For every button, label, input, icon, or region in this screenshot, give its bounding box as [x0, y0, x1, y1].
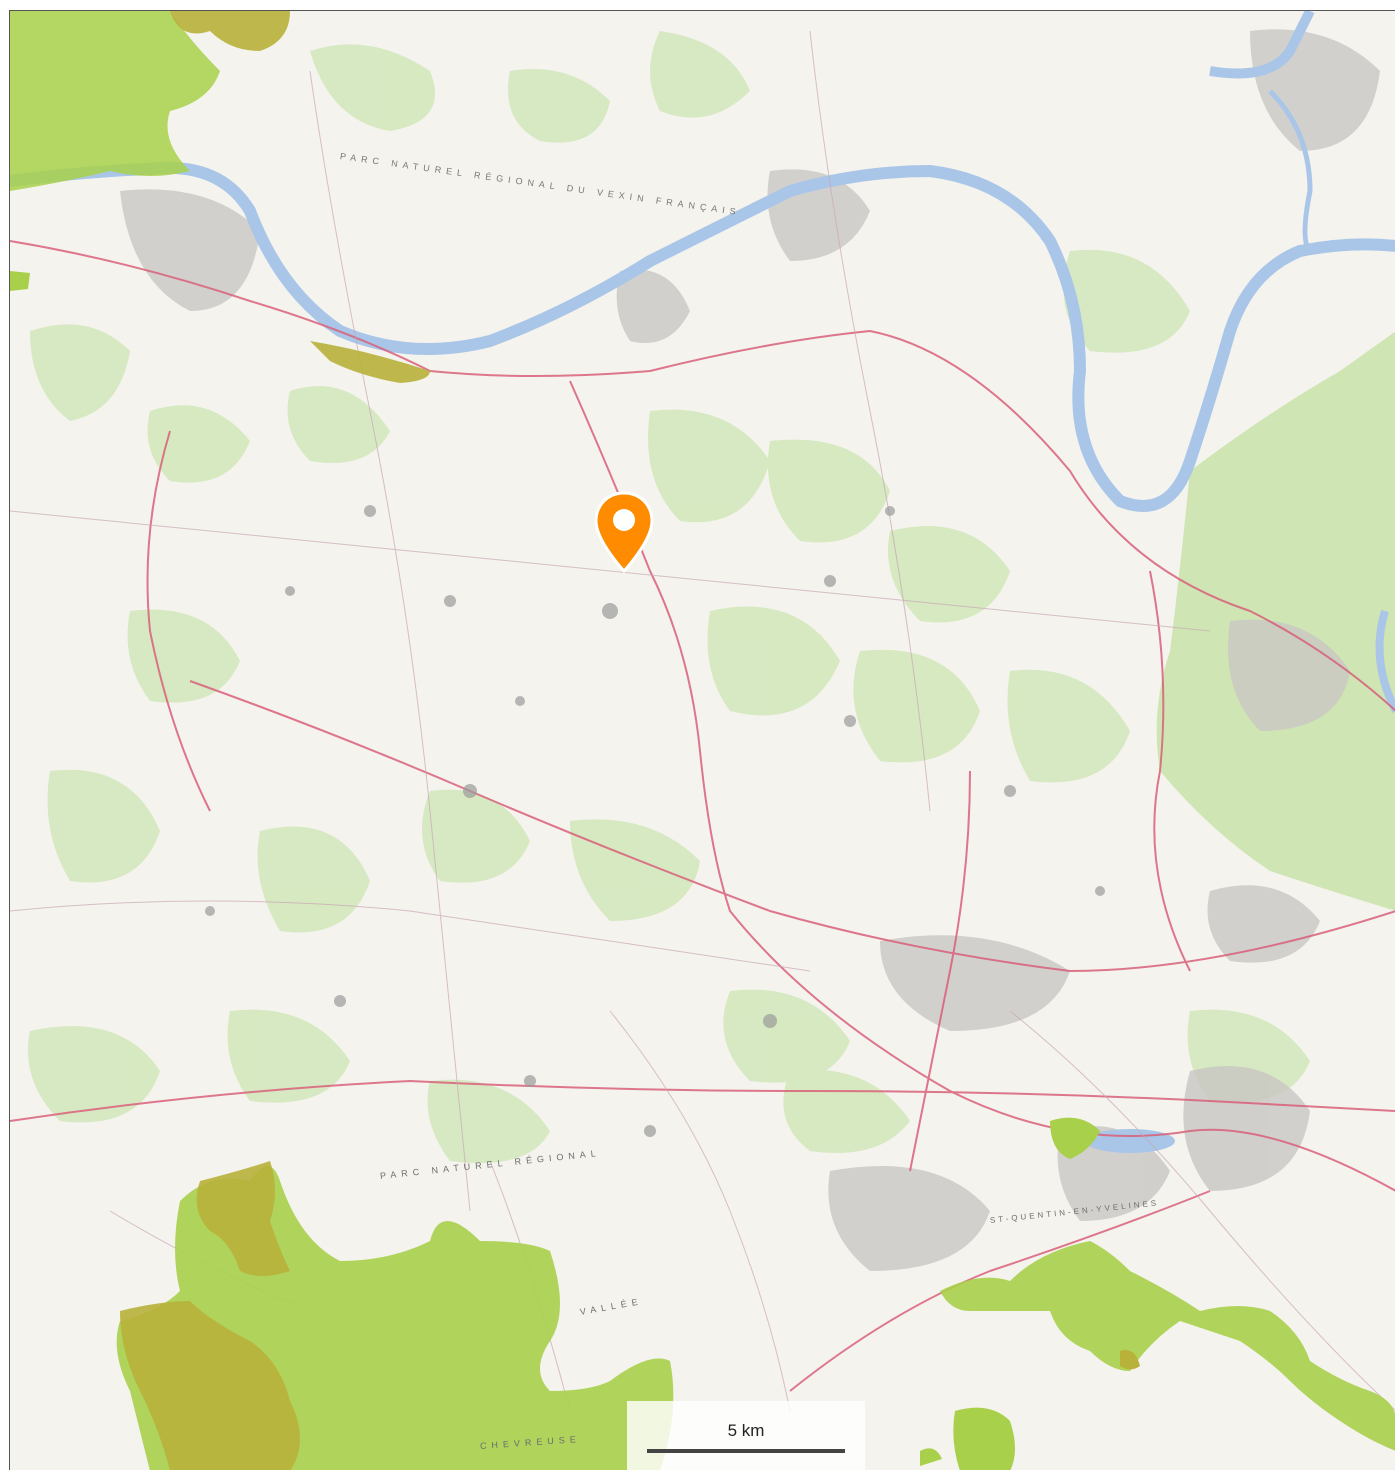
- map-canvas[interactable]: [10, 11, 1395, 1470]
- forest-areas: [28, 31, 1310, 1163]
- major-roads: [10, 240, 1395, 1392]
- scale-bar: 5 km: [627, 1401, 865, 1470]
- scale-line: [647, 1449, 845, 1453]
- river-seine: [10, 161, 1395, 512]
- villages: [205, 505, 1105, 1137]
- protected-areas: [10, 11, 1395, 1470]
- minor-roads: [10, 30, 1395, 1412]
- urban-areas: [120, 29, 1380, 1271]
- scale-label: 5 km: [727, 1421, 765, 1440]
- map-view[interactable]: PARC NATUREL RÉGIONAL DU VEXIN FRANÇAIS …: [9, 10, 1395, 1470]
- forest-east: [1156, 331, 1395, 911]
- location-pin-icon[interactable]: [593, 491, 655, 575]
